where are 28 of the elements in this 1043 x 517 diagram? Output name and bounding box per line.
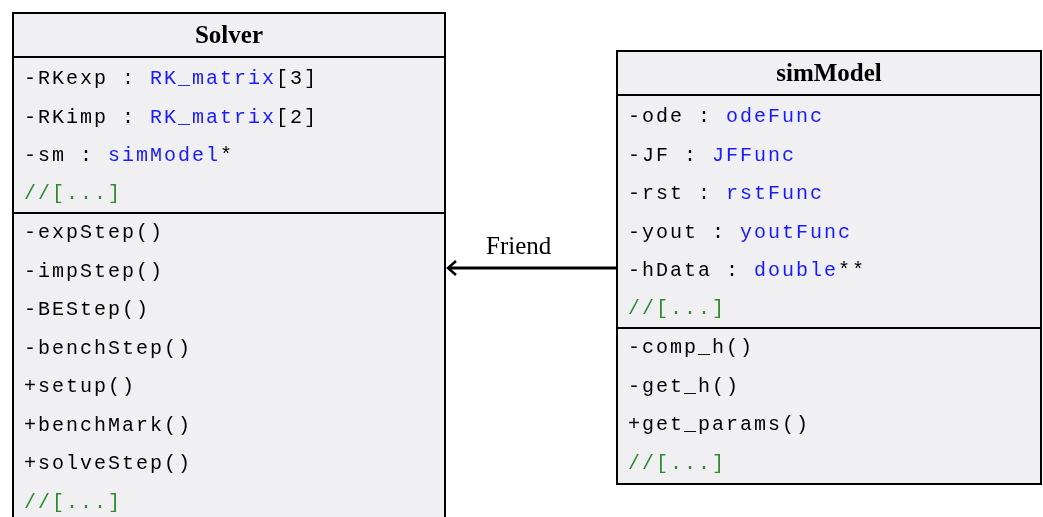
class-box	[616, 50, 1042, 485]
attribute-text: -sm : simModel*	[24, 143, 235, 170]
method-text: -get_h()	[628, 373, 740, 400]
arrow	[446, 259, 616, 277]
comment-text: //[...]	[24, 489, 122, 516]
class-name: simModel	[776, 58, 882, 89]
method-text: +benchMark()	[24, 412, 193, 439]
attribute-text: -yout : youtFunc	[628, 219, 853, 246]
class-name: Solver	[194, 20, 263, 51]
method-text: -impStep()	[24, 258, 165, 285]
attribute-text: -hData : double**	[628, 258, 867, 285]
method-text: +get_params()	[628, 412, 811, 439]
method-text: +solveStep()	[24, 451, 193, 478]
attribute-text: -RKexp : RK_matrix[3]	[24, 66, 319, 93]
method-text: -BEStep()	[24, 297, 151, 324]
edge-label: Friend	[486, 233, 552, 258]
method-text: -expStep()	[24, 220, 165, 247]
comment-text: //[...]	[628, 295, 726, 322]
attribute-text: -RKimp : RK_matrix[2]	[24, 104, 319, 131]
method-text: -comp_h()	[628, 335, 755, 362]
class-box	[12, 12, 446, 517]
method-text: -benchStep()	[24, 335, 193, 362]
method-text: +setup()	[24, 374, 136, 401]
attribute-text: -ode : odeFunc	[628, 104, 825, 131]
attribute-text: -rst : rstFunc	[628, 181, 825, 208]
comment-text: //[...]	[24, 180, 122, 207]
attribute-text: -JF : JFFunc	[628, 142, 797, 169]
comment-text: //[...]	[628, 450, 726, 477]
